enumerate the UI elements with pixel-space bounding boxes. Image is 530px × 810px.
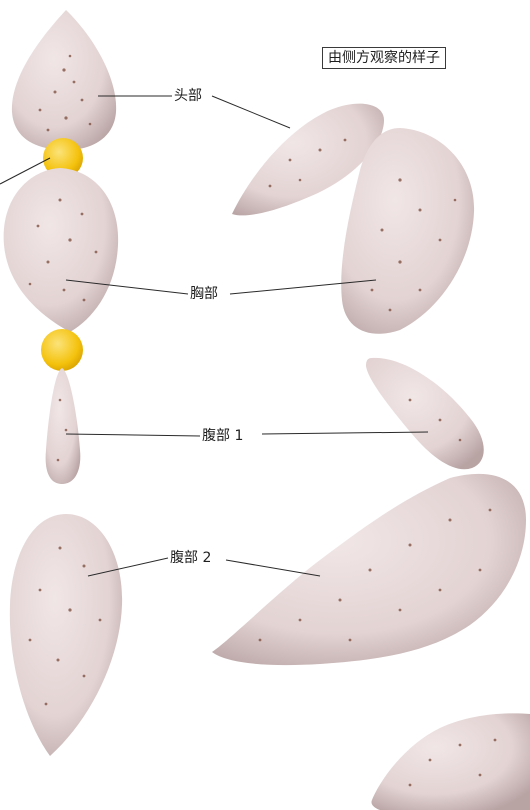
leader-line-abdomen1-front [66,434,200,436]
leader-line-abdomen2-side [226,560,320,576]
label-abdomen-1: 腹部 1 [202,427,243,445]
label-head: 头部 [174,87,202,105]
side-thorax-piece [366,358,484,469]
front-waist-joint [41,329,83,371]
front-abdomen-2-piece [10,514,122,756]
view-title: 由侧方观察的样子 [328,50,440,66]
front-thorax-piece [4,168,118,332]
front-head-piece [12,10,116,150]
view-title-box: 由侧方观察的样子 [322,47,446,69]
label-thorax: 胸部 [190,285,218,303]
side-tail-piece [371,713,530,810]
label-abdomen-2: 腹部 2 [170,549,211,567]
leader-line-abdomen1-side [262,432,428,434]
leader-line-head-side [212,96,290,128]
front-abdomen-1-piece [46,368,81,484]
